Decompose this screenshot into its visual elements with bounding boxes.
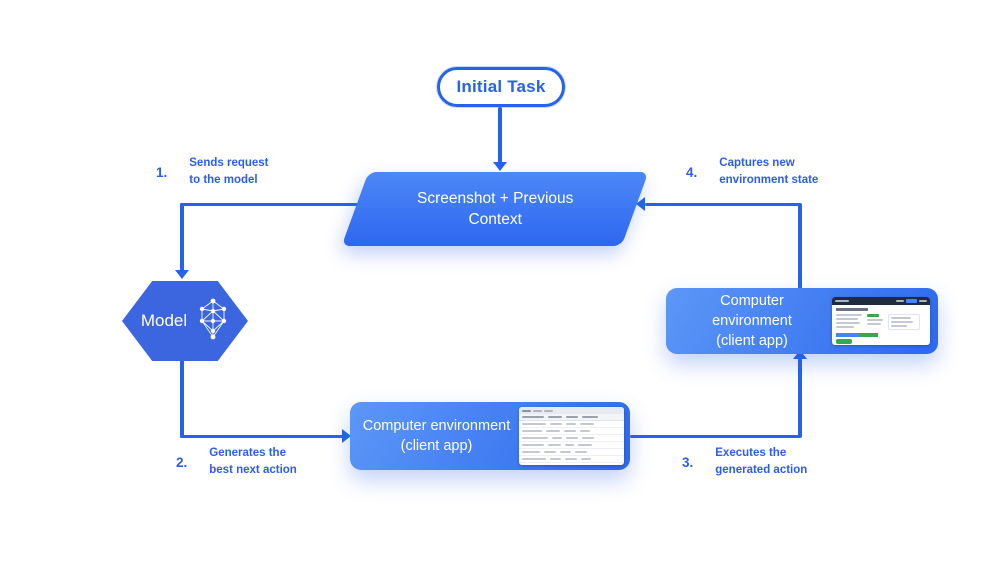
connector-model-to-env-h <box>180 434 346 438</box>
step-1-number: 1. <box>156 164 168 180</box>
step-4-text: Captures new environment state <box>719 155 818 189</box>
step-4-label: 4. Captures new environment state <box>686 155 818 189</box>
step-2-line2: best next action <box>209 464 297 476</box>
env-right-line1: Computer environment <box>712 293 792 329</box>
connector-task-to-context <box>498 107 502 164</box>
screenshot-context-label: Screenshot + Previous Context <box>417 188 573 230</box>
arrowhead-right-icon <box>342 429 351 443</box>
step-3-number: 3. <box>682 454 694 470</box>
env-bottom-line1: Computer environment <box>362 418 511 434</box>
step-3-line1: Executes the <box>715 447 787 459</box>
step-2-text: Generates the best next action <box>209 445 297 479</box>
thumbnail-row <box>519 449 624 456</box>
connector-model-to-env-v <box>180 358 184 438</box>
env-bottom-line2: (client app) <box>400 438 473 454</box>
step-1-label: 1. Sends request to the model <box>156 155 269 189</box>
arrowhead-down-icon <box>175 270 189 279</box>
step-2-line1: Generates the <box>209 447 286 459</box>
thumbnail-column-headers <box>519 414 624 421</box>
thumbnail-row <box>519 435 624 442</box>
thumbnail-body <box>832 305 930 345</box>
step-4-line2: environment state <box>719 174 819 186</box>
arrowhead-left-icon <box>636 197 645 211</box>
arrowhead-down-icon <box>493 162 507 171</box>
thumbnail-row <box>519 442 624 449</box>
screenshot-context-line2: Context <box>468 211 522 228</box>
thumbnail-toolbar <box>519 407 624 414</box>
computer-environment-right-node: Computer environment (client app) <box>666 288 938 354</box>
step-2-number: 2. <box>176 454 188 470</box>
connector-context-to-model-v <box>180 202 184 273</box>
model-node: Model <box>122 281 248 361</box>
step-3-line2: generated action <box>715 464 808 476</box>
arrowhead-up-icon <box>793 350 807 359</box>
computer-environment-bottom-label: Computer environment (client app) <box>360 416 513 456</box>
initial-task-node: Initial Task <box>437 67 565 107</box>
step-4-line1: Captures new <box>719 157 795 169</box>
model-label: Model <box>140 311 188 330</box>
connector-env-to-context-h <box>645 202 801 206</box>
step-1-text: Sends request to the model <box>189 155 268 189</box>
computer-environment-right-label: Computer environment (client app) <box>680 291 824 351</box>
step-4-number: 4. <box>686 164 698 180</box>
thumbnail-row <box>519 421 624 428</box>
connector-env-to-context-v <box>798 202 802 289</box>
table-screenshot-thumbnail <box>519 407 624 465</box>
thumbnail-row <box>519 428 624 435</box>
connector-context-to-model-h <box>180 202 362 206</box>
env-right-line2: (client app) <box>716 333 788 349</box>
browser-screenshot-thumbnail <box>832 297 930 345</box>
step-1-line1: Sends request <box>189 157 269 169</box>
initial-task-label: Initial Task <box>456 77 546 96</box>
screenshot-context-node: Screenshot + Previous Context <box>341 172 649 246</box>
computer-environment-bottom-node: Computer environment (client app) <box>350 402 630 470</box>
thumbnail-row <box>519 456 624 463</box>
step-2-label: 2. Generates the best next action <box>176 445 297 479</box>
step-3-label: 3. Executes the generated action <box>682 445 807 479</box>
step-1-line2: to the model <box>189 174 258 186</box>
screenshot-context-line1: Screenshot + Previous <box>416 190 574 207</box>
connector-env-to-env-v <box>798 358 802 438</box>
thumbnail-titlebar <box>832 297 930 305</box>
step-3-text: Executes the generated action <box>715 445 807 479</box>
connector-env-to-env-h <box>630 434 800 438</box>
neural-network-icon <box>197 297 229 346</box>
